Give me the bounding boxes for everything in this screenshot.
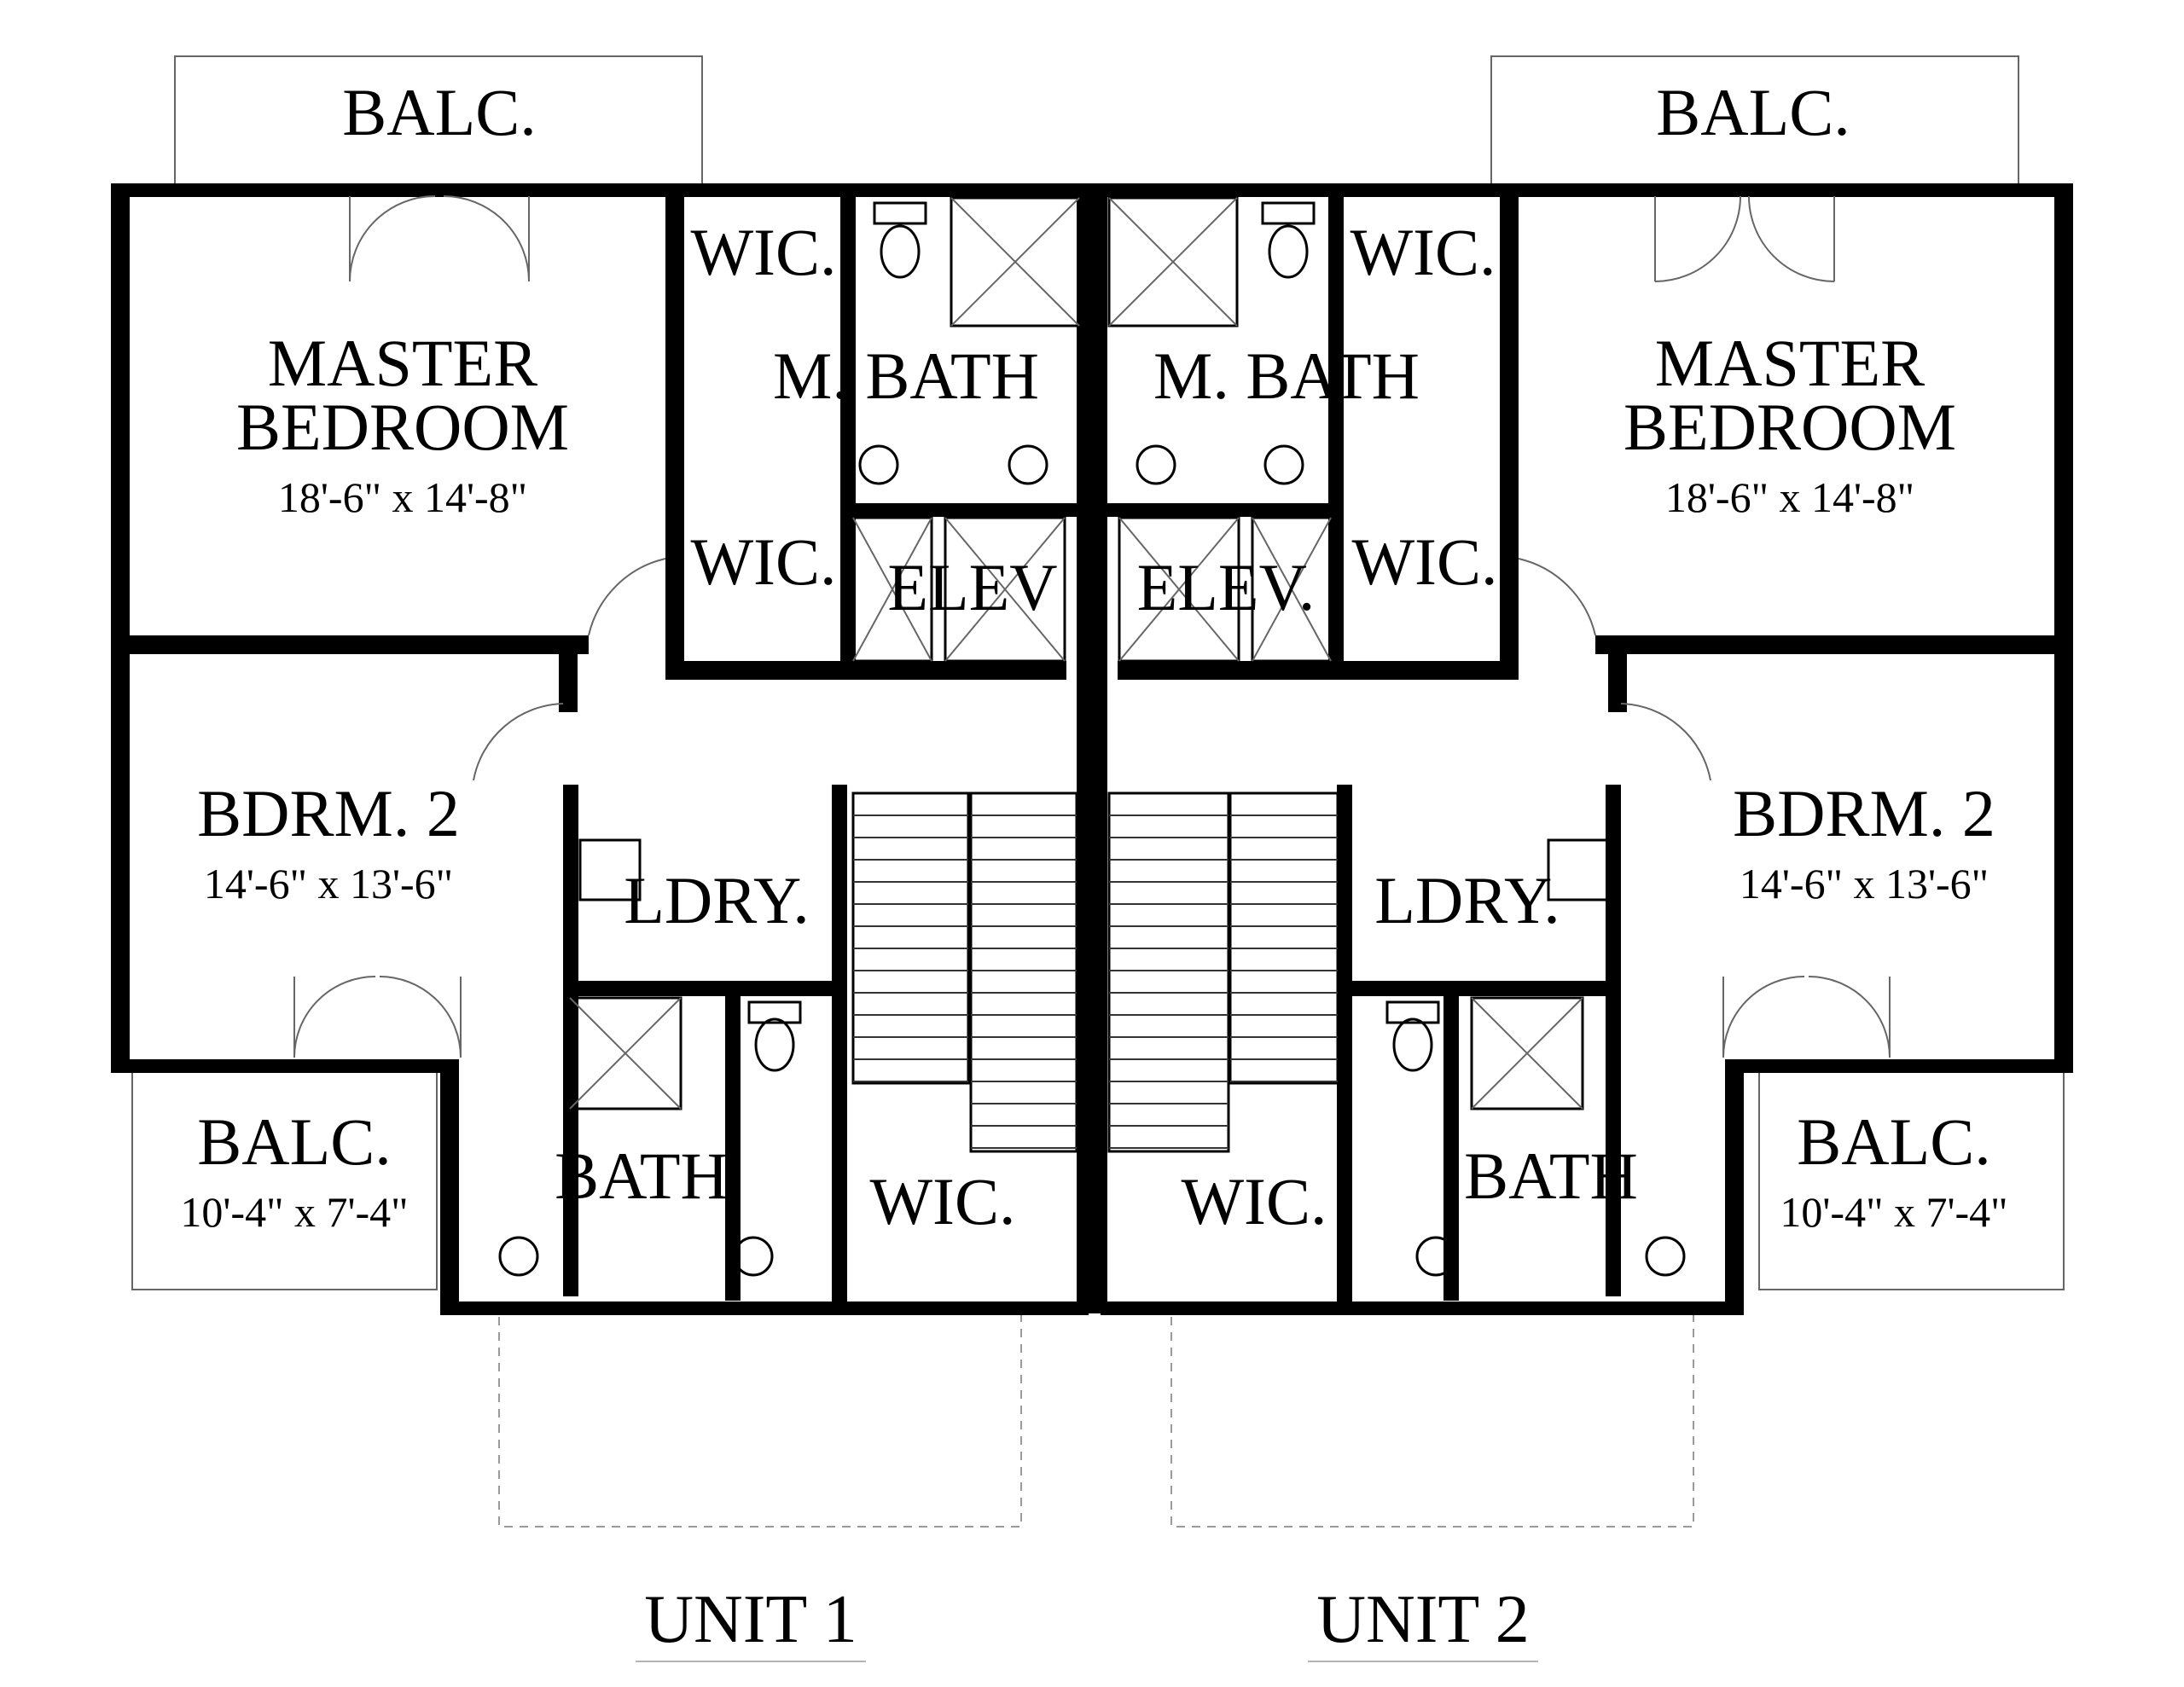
balc-side-dim: 10'-4" x 7'-4"	[1780, 1188, 2007, 1236]
stair-flight	[1228, 791, 1339, 1085]
wic-top-label: WIC.	[1350, 215, 1496, 289]
bdrm2-label: BDRM. 2	[197, 776, 460, 850]
elev-label: ELEV	[887, 550, 1057, 624]
garage-outlines	[498, 1313, 1694, 1528]
unit1-walls	[111, 183, 1089, 1315]
ldry-label: LDRY.	[624, 863, 809, 937]
balc-top-label: BALC.	[342, 75, 537, 149]
balc-side-label: BALC.	[1797, 1104, 1991, 1179]
unit1-labels: BALC. MASTER BEDROOM 18'-6" x 14'-8" WIC…	[180, 75, 1058, 1662]
bdrm2-label: BDRM. 2	[1733, 776, 1995, 850]
party-wall	[1077, 183, 1107, 1313]
wic-mid-label: WIC.	[690, 525, 836, 599]
elev-label: ELEV.	[1137, 550, 1316, 624]
stairs	[851, 791, 1339, 1153]
m-bath-label: M. BATH	[773, 339, 1039, 413]
master-bedroom-label-line2: BEDROOM	[236, 390, 569, 464]
bath-label: BATH	[555, 1139, 729, 1213]
m-bath-label: M. BATH	[1153, 339, 1420, 413]
balc-side-dim: 10'-4" x 7'-4"	[180, 1188, 408, 1236]
wic-top-label: WIC.	[690, 215, 836, 289]
wic-mid-label: WIC.	[1351, 525, 1497, 599]
door-swings	[293, 195, 1891, 1058]
unit2-label: UNIT 2	[1316, 1582, 1530, 1657]
wic-bottom-label: WIC.	[1181, 1164, 1327, 1238]
stair-flight	[1107, 791, 1230, 1153]
unit1-label: UNIT 1	[644, 1582, 857, 1657]
stair-flight	[969, 791, 1078, 1153]
unit2-labels: BALC. MASTER BEDROOM 18'-6" x 14'-8" WIC…	[1137, 75, 2008, 1662]
bdrm2-dim: 14'-6" x 13'-6"	[1740, 860, 1989, 907]
wic-bottom-label: WIC.	[869, 1164, 1015, 1238]
fixtures	[498, 196, 1686, 1277]
stair-flight	[851, 791, 970, 1085]
balc-side-label: BALC.	[197, 1104, 392, 1179]
unit2-walls	[1101, 183, 2073, 1315]
master-bedroom-dim: 18'-6" x 14'-8"	[278, 473, 527, 521]
bdrm2-dim: 14'-6" x 13'-6"	[204, 860, 453, 907]
master-bedroom-label-line1: MASTER	[1655, 326, 1925, 400]
master-bedroom-label-line2: BEDROOM	[1623, 390, 1956, 464]
master-bedroom-dim: 18'-6" x 14'-8"	[1665, 473, 1914, 521]
bath-label: BATH	[1464, 1139, 1638, 1213]
master-bedroom-label-line1: MASTER	[268, 326, 537, 400]
balc-top-label: BALC.	[1656, 75, 1850, 149]
ldry-label: LDRY.	[1374, 863, 1560, 937]
